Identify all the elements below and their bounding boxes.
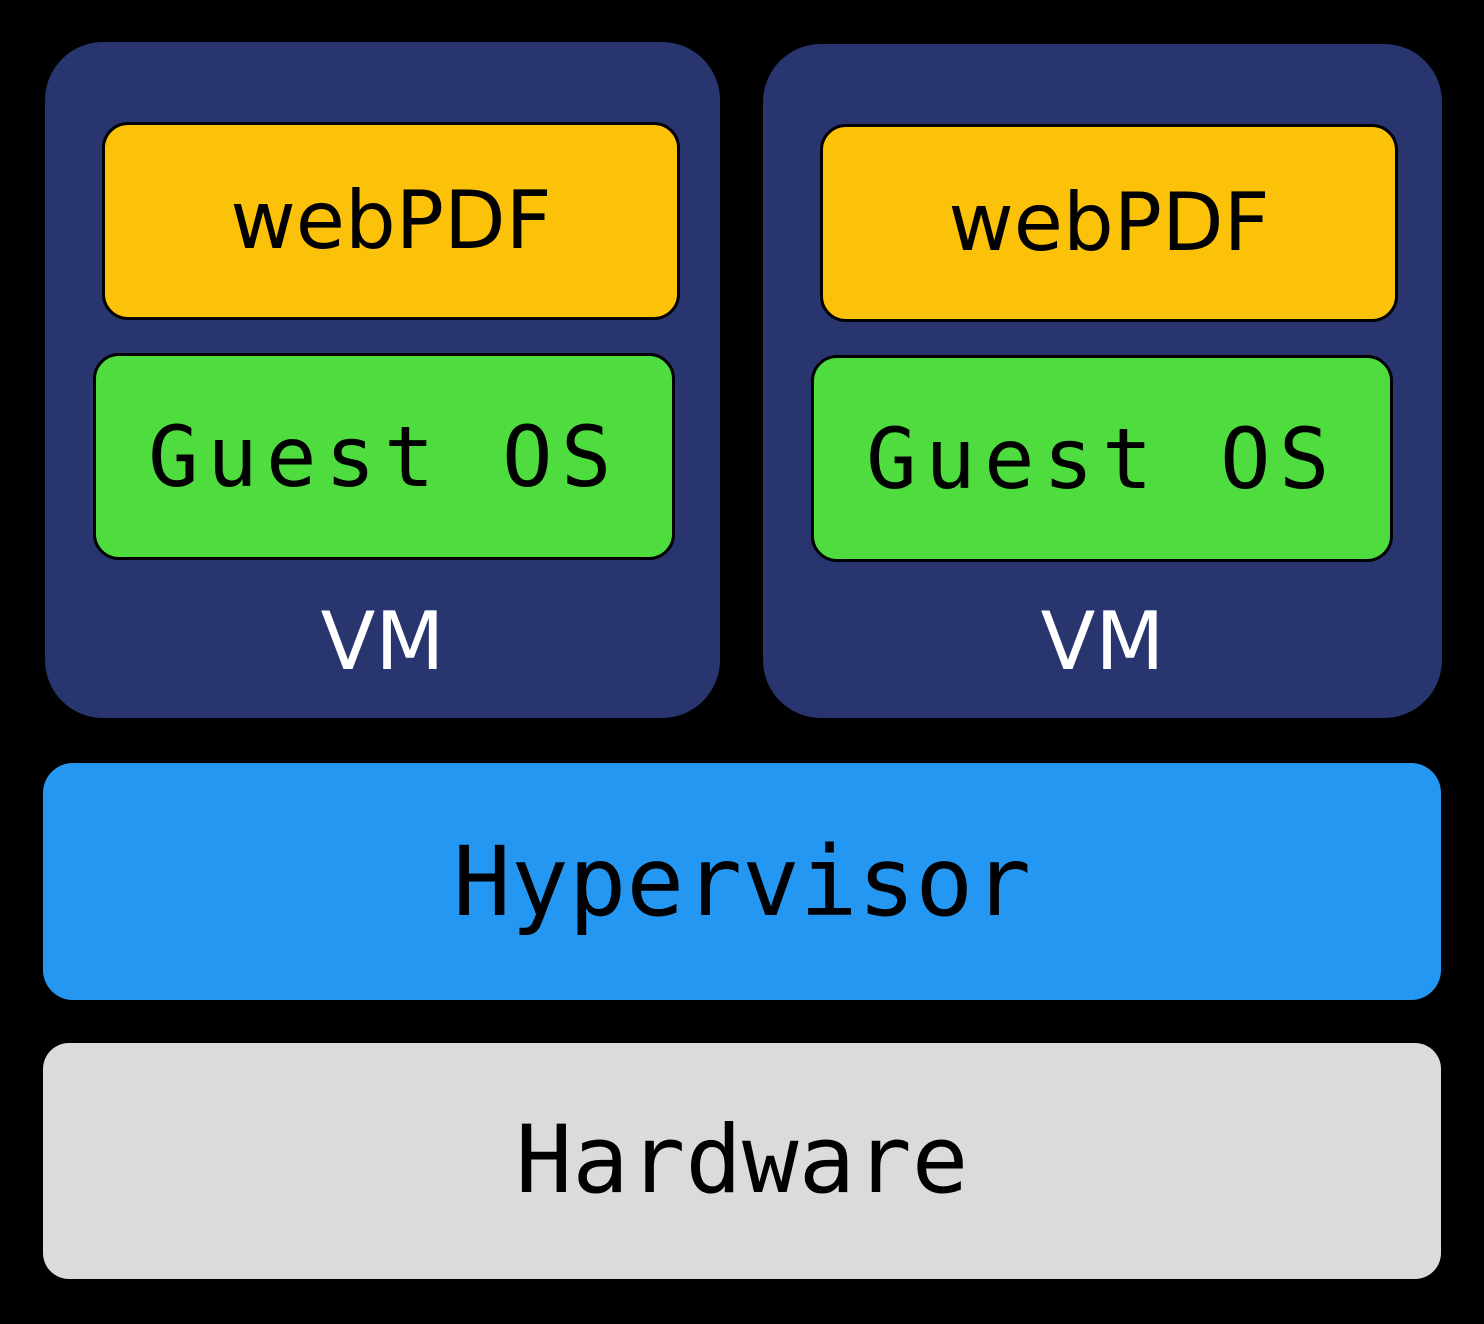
hypervisor-bar: Hypervisor <box>43 763 1441 1000</box>
webpdf-app-box: webPDF <box>820 124 1398 322</box>
webpdf-app-box: webPDF <box>102 122 680 320</box>
hardware-label: Hardware <box>515 1106 969 1215</box>
guest-os-label: Guest OS <box>866 409 1338 508</box>
webpdf-app-label: webPDF <box>230 174 552 267</box>
hardware-bar: Hardware <box>43 1043 1441 1279</box>
webpdf-app-label: webPDF <box>948 176 1270 269</box>
guest-os-box: Guest OS <box>811 355 1393 562</box>
hypervisor-label: Hypervisor <box>453 825 1031 938</box>
vm-label: VM <box>1040 595 1165 688</box>
vm-card: webPDF Guest OS VM <box>45 42 720 718</box>
vm-card: webPDF Guest OS VM <box>763 44 1442 718</box>
guest-os-label: Guest OS <box>148 407 620 506</box>
vm-label: VM <box>320 595 445 688</box>
guest-os-box: Guest OS <box>93 353 675 560</box>
